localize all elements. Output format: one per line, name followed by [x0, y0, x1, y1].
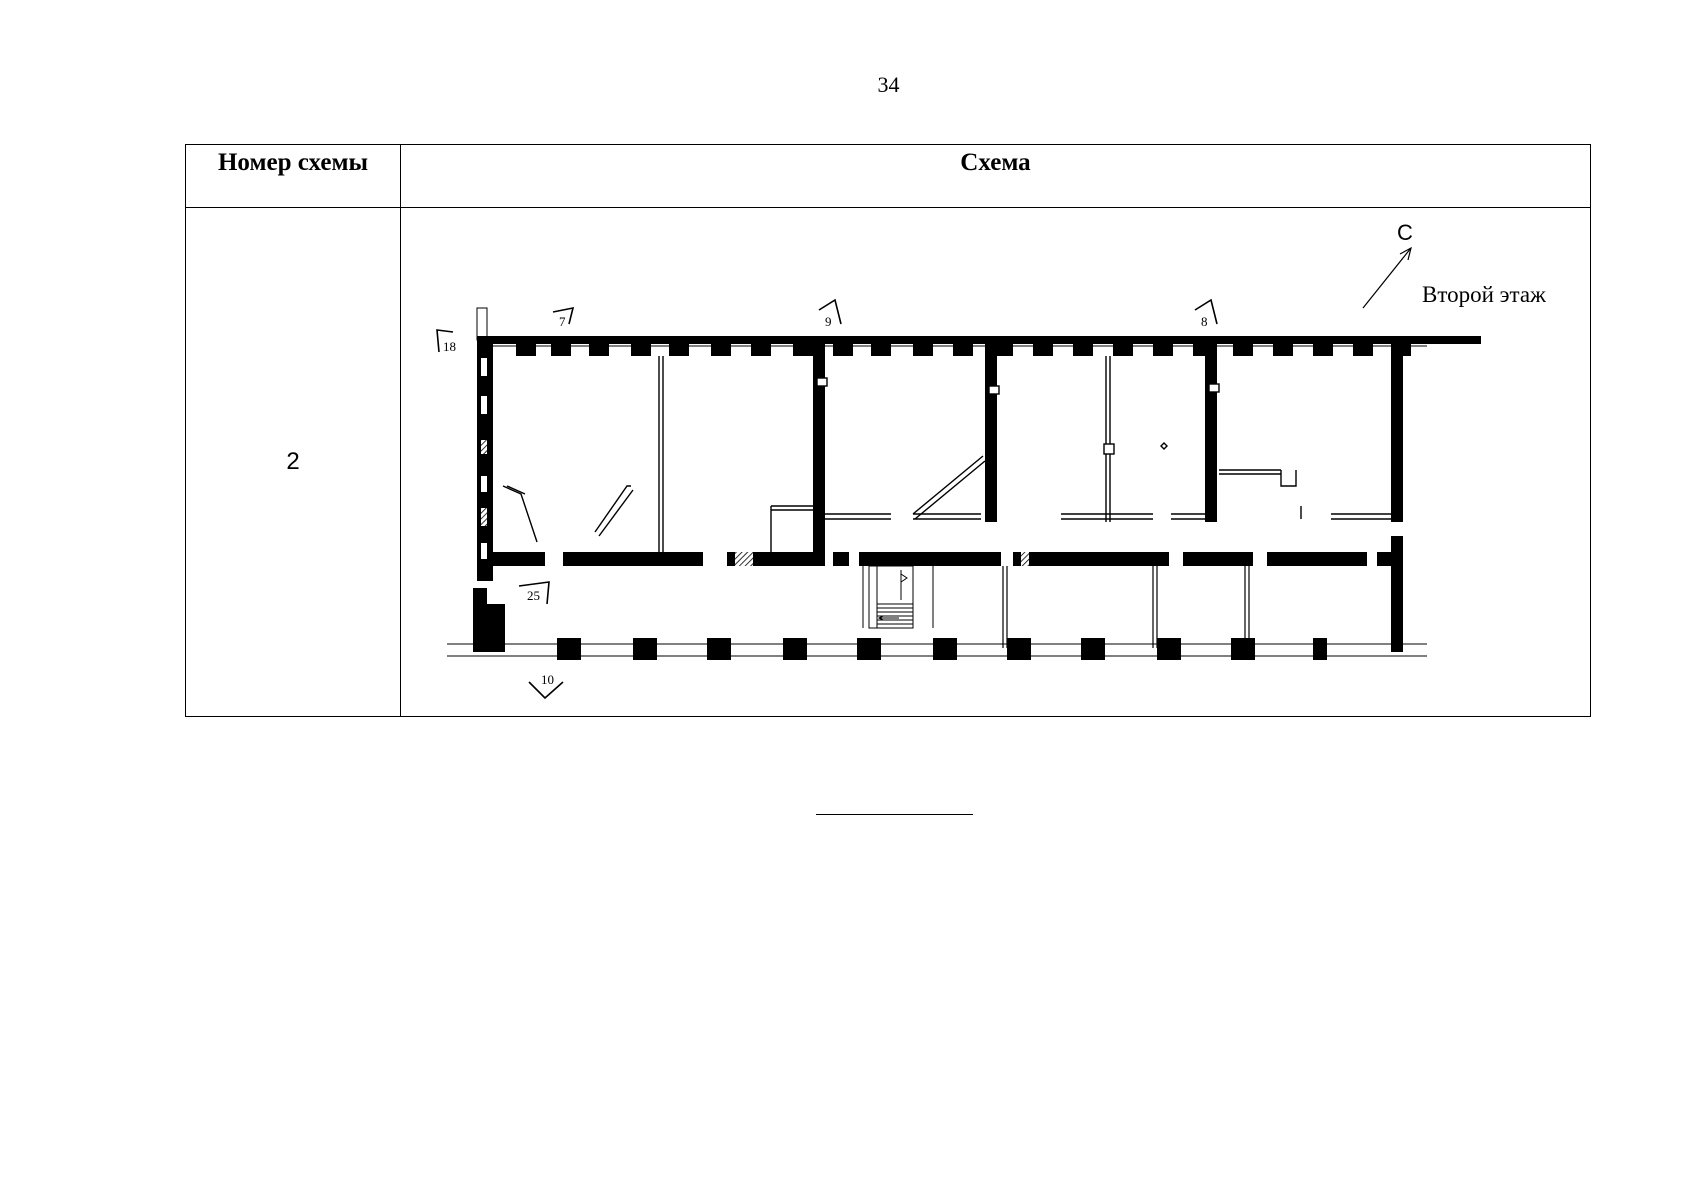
header-scheme-number: Номер схемы — [185, 144, 401, 208]
view-marker-25: 25 — [518, 581, 550, 605]
svg-text:8: 8 — [1201, 314, 1208, 329]
scheme-number-cell: 2 — [185, 207, 401, 717]
floor-plan: С Второй этаж — [436, 220, 1546, 700]
svg-text:18: 18 — [443, 339, 456, 354]
view-marker-8: 8 — [1194, 298, 1218, 329]
right-outer-wall — [1391, 336, 1403, 522]
svg-text:25: 25 — [527, 588, 540, 603]
lower-outer-wall — [447, 588, 1427, 660]
table-header-row: Номер схемы Схема — [185, 144, 1591, 208]
floor-label: Второй этаж — [1422, 282, 1546, 307]
scheme-plan-cell: С Второй этаж — [400, 207, 1591, 717]
header-scheme: Схема — [400, 144, 1591, 208]
corridor-partitions — [1002, 566, 1250, 648]
hatched-wall — [735, 552, 753, 566]
table-row: 2 С Второй этаж — [185, 207, 1591, 717]
view-marker-10: 10 — [528, 672, 564, 700]
stairwell — [862, 565, 934, 629]
svg-text:9: 9 — [825, 314, 832, 329]
svg-text:10: 10 — [541, 672, 554, 687]
svg-text:7: 7 — [559, 314, 566, 329]
view-marker-9: 9 — [818, 298, 842, 329]
north-arrow: С — [1362, 220, 1413, 309]
page-number: 34 — [877, 72, 900, 97]
thin-partitions — [502, 356, 1391, 552]
upper-outer-wall — [481, 336, 1481, 356]
end-rule — [816, 814, 973, 815]
scheme-table: Номер схемы Схема 2 — [185, 144, 1591, 717]
view-markers: 7 9 8 18 — [436, 298, 1218, 700]
corridor-wall — [493, 552, 1403, 566]
view-marker-7: 7 — [552, 306, 575, 329]
hatched-wall — [1021, 552, 1029, 566]
north-letter: С — [1397, 220, 1413, 245]
left-outer-wall — [476, 307, 493, 581]
view-marker-18: 18 — [436, 329, 456, 354]
partition-walls — [813, 344, 1217, 566]
